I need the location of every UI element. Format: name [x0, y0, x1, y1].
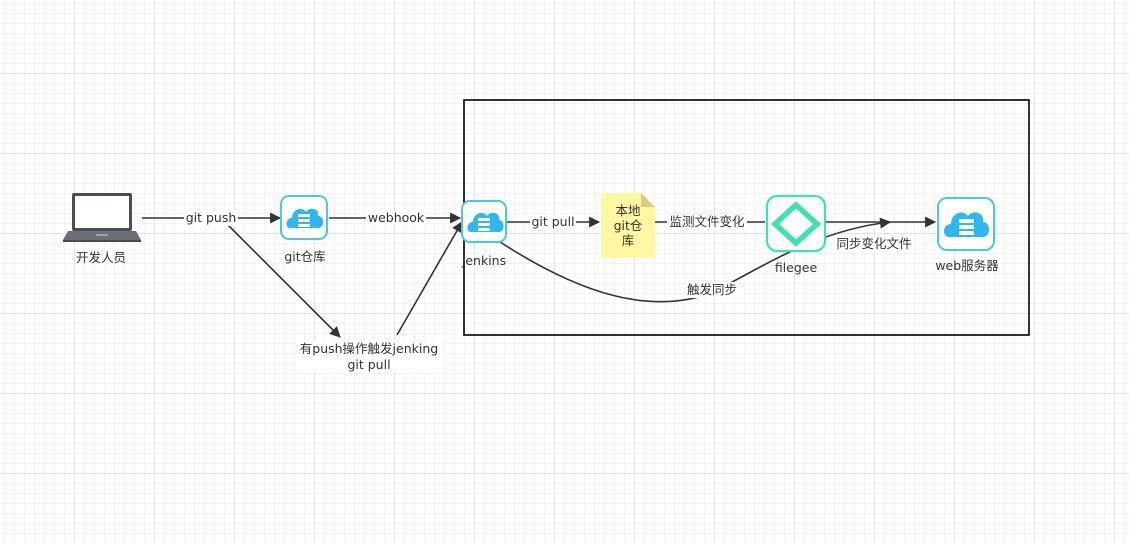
note-fold: [641, 193, 655, 207]
cloud-server-icon: [461, 200, 507, 243]
laptop-icon: [63, 193, 141, 242]
edge-label-monitor: 监测文件变化: [669, 214, 745, 229]
node-label-web-server: web服务器: [935, 258, 999, 273]
node-jenkins[interactable]: jenkins: [461, 200, 507, 268]
edge-label-push-trigger-line1: 有push操作触发jenking: [300, 341, 438, 356]
node-developer[interactable]: 开发人员: [63, 193, 141, 265]
edge-label-git-pull: git pull: [531, 214, 574, 229]
edge-label-webhook: webhook: [368, 210, 425, 225]
edge-label-push-trigger-line2: git pull: [347, 357, 390, 372]
filegee-icon: [765, 194, 827, 253]
node-local-repo[interactable]: 本地 git仓 库: [601, 193, 655, 258]
edge-label-git-push: git push: [186, 210, 237, 225]
note-line2: git仓: [614, 218, 643, 233]
cloud-server-icon: [280, 195, 328, 240]
edge-push-trigger-up[interactable]: [396, 221, 463, 336]
note-shape: [601, 193, 655, 258]
node-label-developer: 开发人员: [76, 250, 126, 265]
node-git-repo[interactable]: git仓库: [280, 195, 328, 264]
note-line3: 库: [622, 233, 635, 248]
node-label-git-repo: git仓库: [284, 249, 325, 264]
node-label-jenkins: jenkins: [461, 253, 506, 268]
cloud-server-icon: [937, 197, 995, 251]
edge-label-sync-change: 同步变化文件: [836, 236, 911, 251]
node-label-filegee: filegee: [775, 260, 818, 275]
node-web-server[interactable]: web服务器: [935, 197, 999, 273]
edge-label-trigger-sync: 触发同步: [687, 282, 737, 297]
note-line1: 本地: [615, 203, 641, 218]
node-filegee[interactable]: filegee: [765, 194, 827, 275]
edge-push-trigger-down[interactable]: [220, 217, 341, 338]
